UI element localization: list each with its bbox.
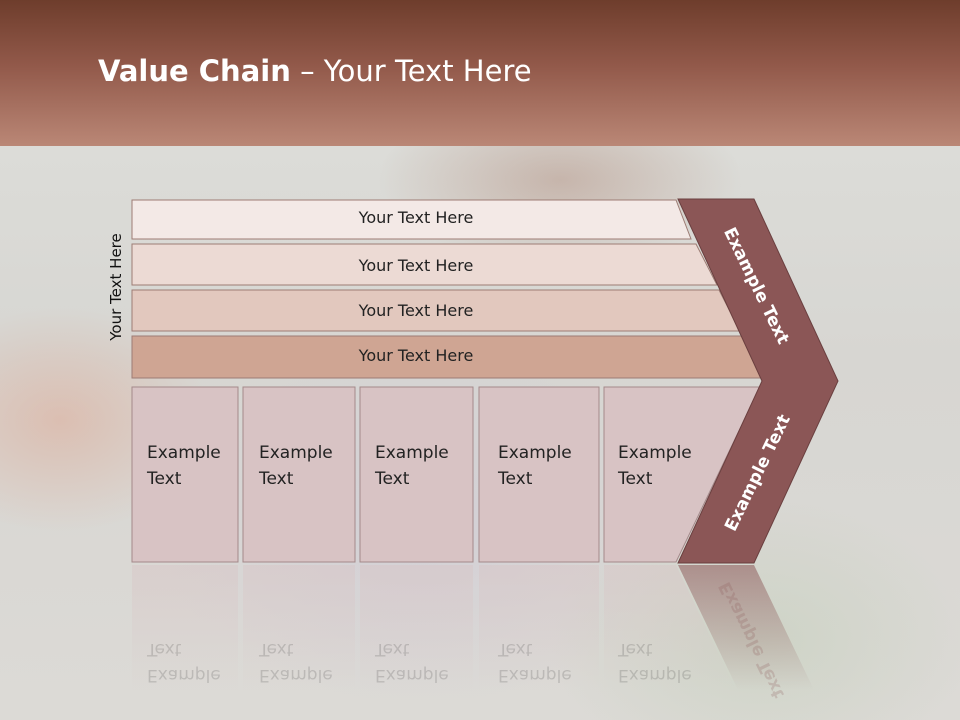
reflection-label-3-line2: Text bbox=[375, 639, 410, 659]
reflection-column-1 bbox=[132, 565, 238, 690]
primary-column-4-line2: Text bbox=[498, 469, 533, 489]
primary-column-4-label: Example Text bbox=[498, 440, 572, 492]
reflection-label-4-line2: Text bbox=[498, 639, 533, 659]
reflection-label-5: Example Text bbox=[618, 636, 692, 688]
primary-column-3-label: Example Text bbox=[375, 440, 449, 492]
primary-column-2 bbox=[242, 386, 356, 563]
reflection-column-3 bbox=[360, 565, 473, 690]
primary-column-1-label: Example Text bbox=[147, 440, 221, 492]
support-row-1-label: Your Text Here bbox=[358, 208, 474, 227]
reflection-column-5 bbox=[604, 565, 736, 690]
support-row-1 bbox=[131, 199, 692, 240]
primary-column-2-label: Example Text bbox=[259, 440, 333, 492]
primary-column-1 bbox=[131, 386, 239, 563]
primary-column-4-line1: Example bbox=[498, 443, 572, 463]
reflection-column-2 bbox=[243, 565, 355, 690]
reflection-label-4: Example Text bbox=[498, 636, 572, 688]
support-row-3-label: Your Text Here bbox=[358, 301, 474, 320]
primary-column-3-line1: Example bbox=[375, 443, 449, 463]
primary-column-5-label: Example Text bbox=[618, 440, 692, 492]
reflection-label-1-line2: Text bbox=[147, 639, 182, 659]
support-row-2-label: Your Text Here bbox=[358, 256, 474, 275]
primary-column-5-line1: Example bbox=[618, 443, 692, 463]
reflection-label-1: Example Text bbox=[147, 636, 221, 688]
reflection-label-1-line1: Example bbox=[147, 665, 221, 685]
reflection-label-3-line1: Example bbox=[375, 665, 449, 685]
title-bar: Value Chain – Your Text Here bbox=[0, 0, 960, 146]
slide-title-bold: Value Chain bbox=[98, 54, 291, 88]
reflection-label-5-line2: Text bbox=[618, 639, 653, 659]
reflection-label-2-line1: Example bbox=[259, 665, 333, 685]
primary-column-5-line2: Text bbox=[618, 469, 653, 489]
slide-title: Value Chain – Your Text Here bbox=[98, 54, 532, 88]
reflection-column-4 bbox=[479, 565, 599, 690]
primary-column-1-line2: Text bbox=[147, 469, 182, 489]
reflection-label-4-line1: Example bbox=[498, 665, 572, 685]
reflection-label-2-line2: Text bbox=[259, 639, 294, 659]
reflection-label-5-line1: Example bbox=[618, 665, 692, 685]
support-row-4-label: Your Text Here bbox=[358, 346, 474, 365]
support-row-2 bbox=[131, 243, 718, 286]
primary-column-5 bbox=[603, 386, 761, 563]
primary-column-2-line2: Text bbox=[259, 469, 294, 489]
primary-column-1-line1: Example bbox=[147, 443, 221, 463]
reflection-chevron bbox=[678, 565, 814, 690]
slide-title-rest: – Your Text Here bbox=[290, 54, 532, 88]
primary-column-3 bbox=[359, 386, 474, 563]
primary-column-4 bbox=[478, 386, 600, 563]
margin-chevron bbox=[677, 198, 839, 564]
primary-column-3-line2: Text bbox=[375, 469, 410, 489]
reflection-label-3: Example Text bbox=[375, 636, 449, 688]
reflection-label-2: Example Text bbox=[259, 636, 333, 688]
primary-column-2-line1: Example bbox=[259, 443, 333, 463]
